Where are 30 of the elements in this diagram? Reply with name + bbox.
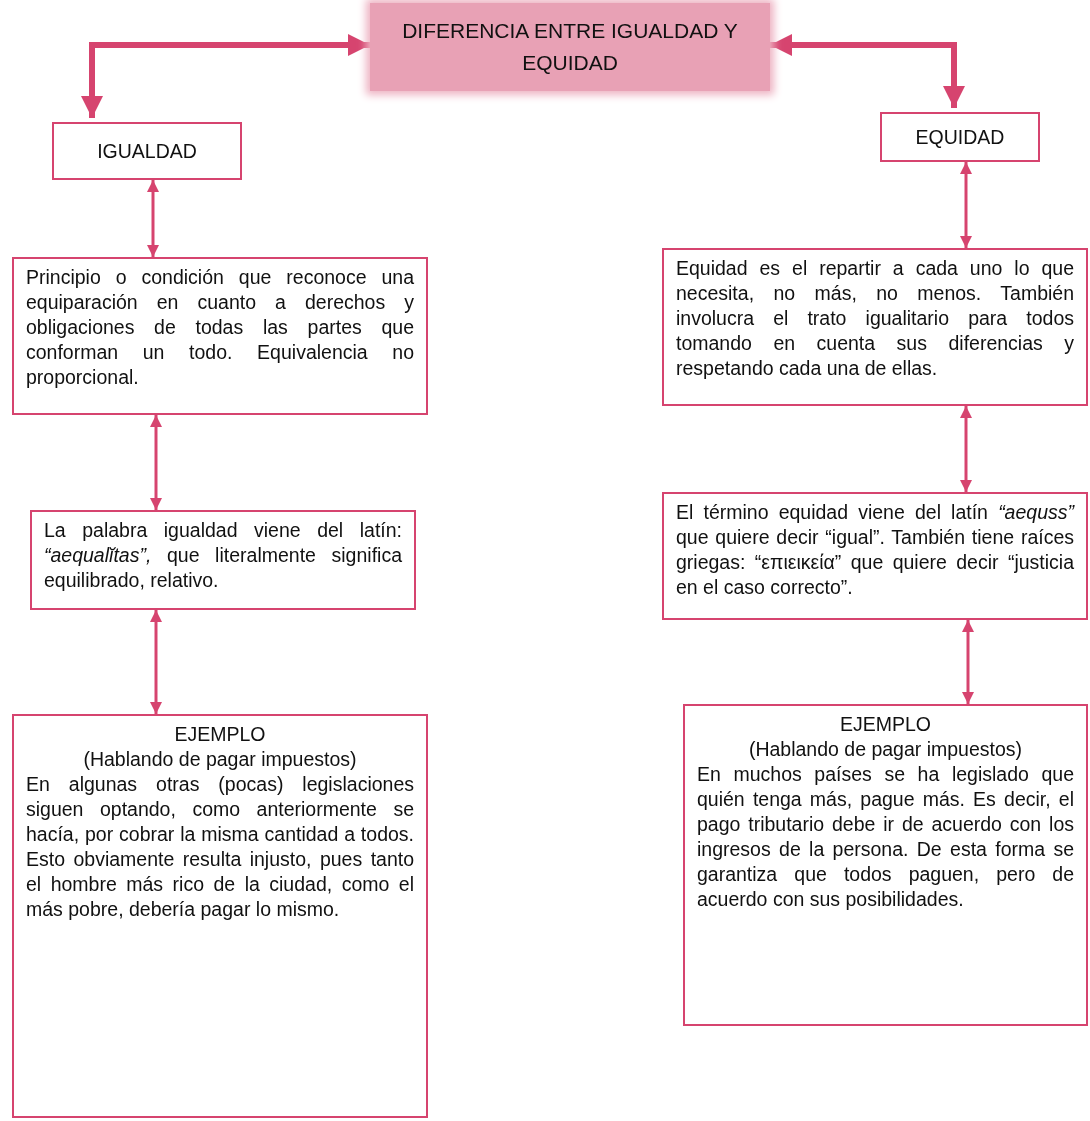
text-box <box>662 492 1088 620</box>
heading-text: IGUALDAD <box>96 138 198 164</box>
text-box <box>12 257 428 415</box>
definition-text: El término equidad viene del latín “aequss” que quiere decir “igual”. También tiene raíces griegas: “επιεικεία” que quiere decir “justicia en el caso correcto”. <box>676 500 1074 600</box>
definition-text: Equidad es el repartir a cada uno lo que necesita, no más, no menos. También involucra el trato igualitario para todos tomando en cuenta sus diferencias y respetando cada una de ellas. <box>676 256 1074 381</box>
heading-text: DIFERENCIA ENTRE IGUALDAD Y EQUIDAD <box>401 18 739 76</box>
example-heading: EJEMPLO <box>173 722 267 747</box>
text-box <box>662 248 1088 406</box>
heading-box <box>880 112 1040 162</box>
example-box <box>12 714 428 1118</box>
text-box <box>30 510 416 610</box>
example-subtitle: (Hablando de pagar impuestos) <box>747 737 1024 762</box>
example-subtitle: (Hablando de pagar impuestos) <box>82 747 358 772</box>
example-heading: EJEMPLO <box>839 712 932 737</box>
example-text: En algunas otras (pocas) legislaciones siguen optando, como anteriormente se hacía, por cobrar la misma cantidad a todos. Esto obviamente resulta injusto, pues tanto el hombre más rico de la ciudad, como el más pobre, debería pagar lo mismo. <box>26 772 414 922</box>
double-arrow <box>147 180 159 257</box>
double-arrow <box>81 34 370 118</box>
double-arrow <box>962 620 974 704</box>
example-text: En muchos países se ha legislado que quién tenga más, pague más. Es decir, el pago tributario debe ir de acuerdo con los ingresos de la persona. De esta forma se garantiza que todos paguen, pero de acuerdo con sus posibilidades. <box>697 762 1074 912</box>
double-arrow <box>150 415 162 510</box>
double-arrow <box>150 610 162 714</box>
example-box <box>683 704 1088 1026</box>
double-arrow <box>960 406 972 492</box>
heading-box <box>52 122 242 180</box>
double-arrow <box>960 162 972 248</box>
definition-text: La palabra igualdad viene del latín: “aequalĭtas”, que literalmente significa equilibrado, relativo. <box>44 518 402 593</box>
definition-text: Principio o condición que reconoce una equiparación en cuanto a derechos y obligaciones de todas las partes que conforman un todo. Equivalencia no proporcional. <box>26 265 414 390</box>
heading-text: EQUIDAD <box>914 124 1006 150</box>
title-box <box>370 3 770 91</box>
double-arrow <box>770 34 965 108</box>
